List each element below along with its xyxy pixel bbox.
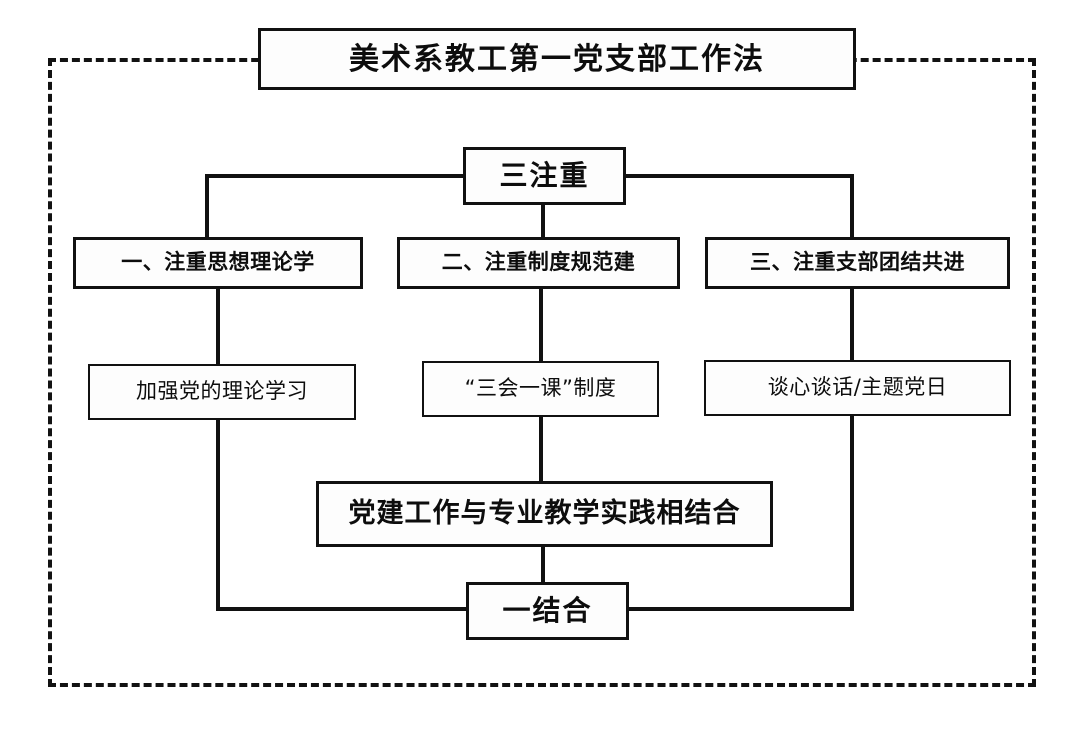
connector-bottom-left-horizontal xyxy=(216,607,468,611)
connector-branch2-to-leaf2 xyxy=(539,287,543,363)
diagram-title-box: 美术系教工第一党支部工作法 xyxy=(258,28,856,90)
leaf-node-2: “三会一课”制度 xyxy=(422,361,659,417)
connector-combine-to-bottom xyxy=(541,545,545,584)
connector-leaf3-to-bottom xyxy=(850,414,854,610)
connector-root-right-horizontal xyxy=(624,174,854,178)
root-node-box: 三注重 xyxy=(463,147,626,205)
connector-root-to-branch1 xyxy=(205,174,209,239)
leaf-node-3: 谈心谈话/主题党日 xyxy=(704,360,1011,416)
connector-root-to-branch3 xyxy=(850,174,854,239)
leaf-node-1: 加强党的理论学习 xyxy=(88,364,356,420)
leaf-node-2-label: “三会一课”制度 xyxy=(464,376,617,401)
bottom-node-box: 一结合 xyxy=(466,582,629,640)
branch-node-2-label: 二、注重制度规范建 xyxy=(441,250,636,275)
branch-node-1-label: 一、注重思想理论学 xyxy=(121,250,315,275)
connector-leaf2-to-combine xyxy=(539,415,543,481)
connector-leaf1-to-bottom xyxy=(216,418,220,610)
leaf-node-1-label: 加强党的理论学习 xyxy=(136,379,308,404)
connector-bottom-right-horizontal xyxy=(627,607,854,611)
bottom-node-text: 一结合 xyxy=(502,593,593,627)
connector-branch1-to-leaf1 xyxy=(216,287,220,366)
branch-node-2: 二、注重制度规范建 xyxy=(397,237,680,289)
combine-node-text: 党建工作与专业教学实践相结合 xyxy=(348,498,741,530)
diagram-title-text: 美术系教工第一党支部工作法 xyxy=(349,41,765,77)
branch-node-1: 一、注重思想理论学 xyxy=(73,237,363,289)
root-node-text: 三注重 xyxy=(499,158,590,192)
connector-root-to-branch2 xyxy=(541,203,545,239)
connector-root-left-horizontal xyxy=(205,174,465,178)
branch-node-3-label: 三、注重支部团结共进 xyxy=(750,250,965,275)
connector-branch3-to-leaf3 xyxy=(850,287,854,362)
combine-node-box: 党建工作与专业教学实践相结合 xyxy=(316,481,773,547)
branch-node-3: 三、注重支部团结共进 xyxy=(705,237,1010,289)
leaf-node-3-label: 谈心谈话/主题党日 xyxy=(767,375,948,400)
